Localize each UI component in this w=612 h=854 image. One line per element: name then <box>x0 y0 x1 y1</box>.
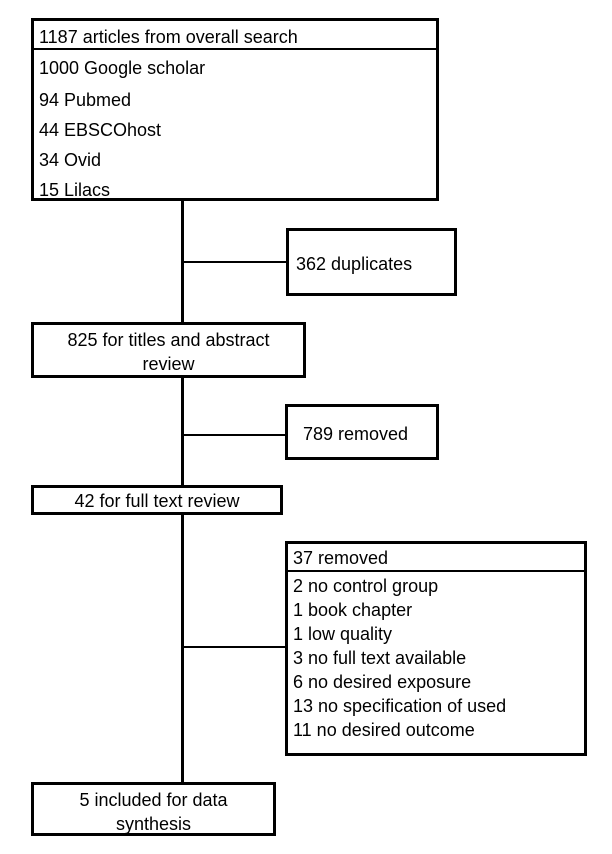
removed-screening-label: 789 removed <box>303 424 409 444</box>
screening-box: 825 for titles and abstract review <box>31 322 306 378</box>
duplicates-branch-connector <box>181 261 286 263</box>
screening-label-line1: 825 for titles and abstract <box>67 330 270 350</box>
removed-fulltext-divider <box>288 570 584 572</box>
removed-fulltext-box: 37 removed 2 no control group 1 book cha… <box>285 541 587 756</box>
search-results-box: 1187 articles from overall search 1000 G… <box>31 18 439 201</box>
removed-screening-branch-connector <box>181 434 285 436</box>
screening-label-line2: review <box>142 354 195 374</box>
source-ovid: 34 Ovid <box>39 150 102 170</box>
duplicates-label: 362 duplicates <box>296 254 413 274</box>
reason-no-full-text: 3 no full text available <box>293 648 467 668</box>
fulltext-label: 42 for full text review <box>74 491 240 511</box>
reason-no-desired-exposure: 6 no desired exposure <box>293 672 472 692</box>
reason-book-chapter: 1 book chapter <box>293 600 413 620</box>
included-label-line1: 5 included for data <box>79 790 228 810</box>
removed-fulltext-header: 37 removed <box>293 548 389 568</box>
source-google-scholar: 1000 Google scholar <box>39 58 206 78</box>
search-header-divider <box>34 48 436 50</box>
removed-screening-box: 789 removed <box>285 404 439 460</box>
removed-fulltext-branch-connector <box>181 646 285 648</box>
source-lilacs: 15 Lilacs <box>39 180 111 200</box>
reason-no-desired-outcome: 11 no desired outcome <box>293 720 475 740</box>
source-pubmed: 94 Pubmed <box>39 90 132 110</box>
reason-no-control-group: 2 no control group <box>293 576 439 596</box>
included-box: 5 included for data synthesis <box>31 782 276 836</box>
duplicates-box: 362 duplicates <box>286 228 457 296</box>
source-ebscohost: 44 EBSCOhost <box>39 120 162 140</box>
included-label-line2: synthesis <box>115 814 192 834</box>
reason-no-specification: 13 no specification of used <box>293 696 507 716</box>
reason-low-quality: 1 low quality <box>293 624 393 644</box>
search-results-header: 1187 articles from overall search <box>39 27 298 47</box>
fulltext-box: 42 for full text review <box>31 485 283 515</box>
